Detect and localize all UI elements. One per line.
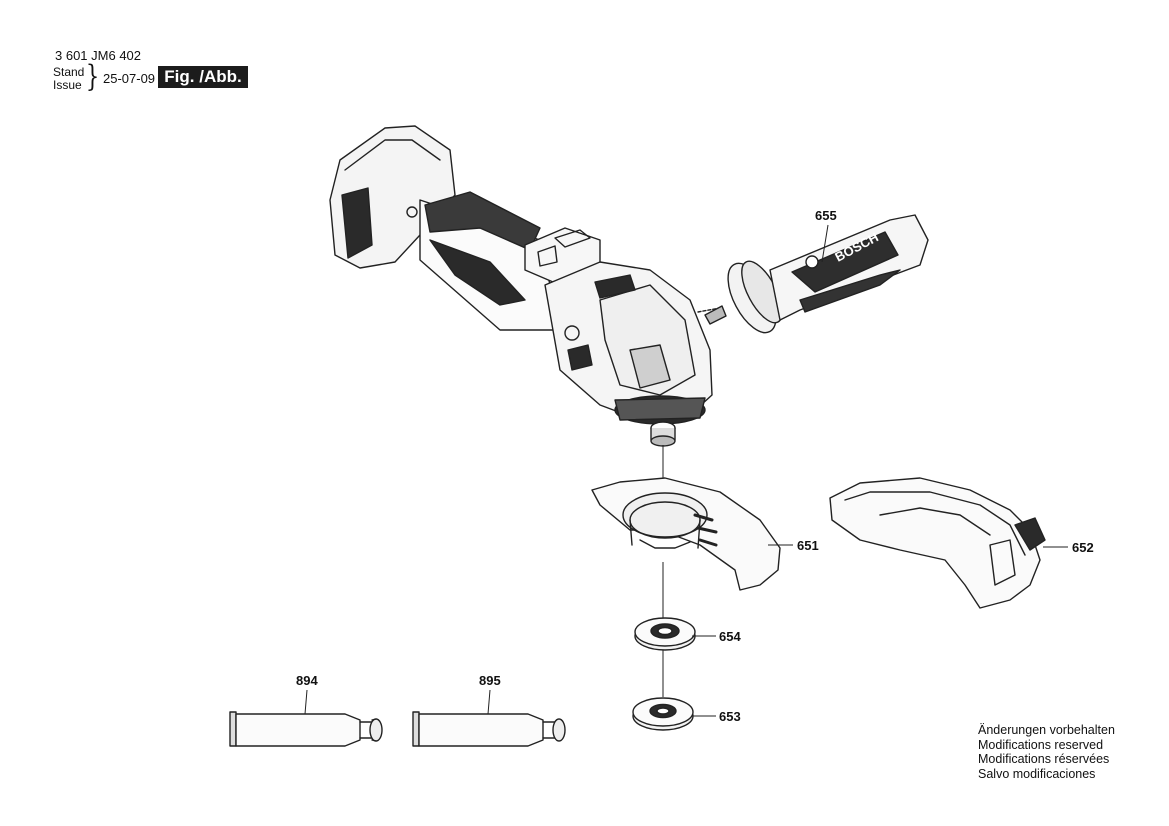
issue-label: Issue [53, 78, 82, 92]
stand-label: Stand [53, 65, 85, 79]
mounting-flange-654-icon [634, 617, 696, 651]
part-label-654: 654 [719, 629, 741, 644]
angle-grinder-icon [329, 125, 713, 447]
brace-icon: } [85, 59, 100, 94]
part-label-655: 655 [815, 208, 837, 223]
modifications-line-de: Änderungen vorbehalten [978, 723, 1115, 737]
wheel-guard-651-icon [591, 477, 781, 591]
part-label-895: 895 [479, 673, 501, 688]
cutting-guard-652-icon [829, 477, 1046, 609]
stand-issue-label: Stand Issue [53, 66, 84, 92]
clamping-nut-653-icon [632, 697, 694, 731]
modifications-line-es: Salvo modificaciones [978, 766, 1096, 781]
part-label-894: 894 [296, 673, 318, 688]
issue-date: 25-07-09 [103, 71, 156, 86]
figure-label: Fig. /Abb. 2 [158, 66, 248, 108]
modifications-line-fr: Modifications réservées [978, 752, 1110, 766]
drawing-number: 3 601 JM6 402 [55, 48, 142, 63]
modifications-note: Änderungen vorbehalten Modifications res… [978, 723, 1115, 781]
modifications-line-en: Modifications reserved [978, 737, 1104, 752]
grease-tube-895-icon [412, 711, 566, 747]
leader-lines [304, 224, 1068, 717]
auxiliary-handle-icon [697, 214, 929, 334]
grease-tube-894-icon [229, 711, 383, 747]
part-label-652: 652 [1072, 540, 1094, 555]
part-label-651: 651 [797, 538, 819, 553]
part-label-653: 653 [719, 709, 741, 724]
